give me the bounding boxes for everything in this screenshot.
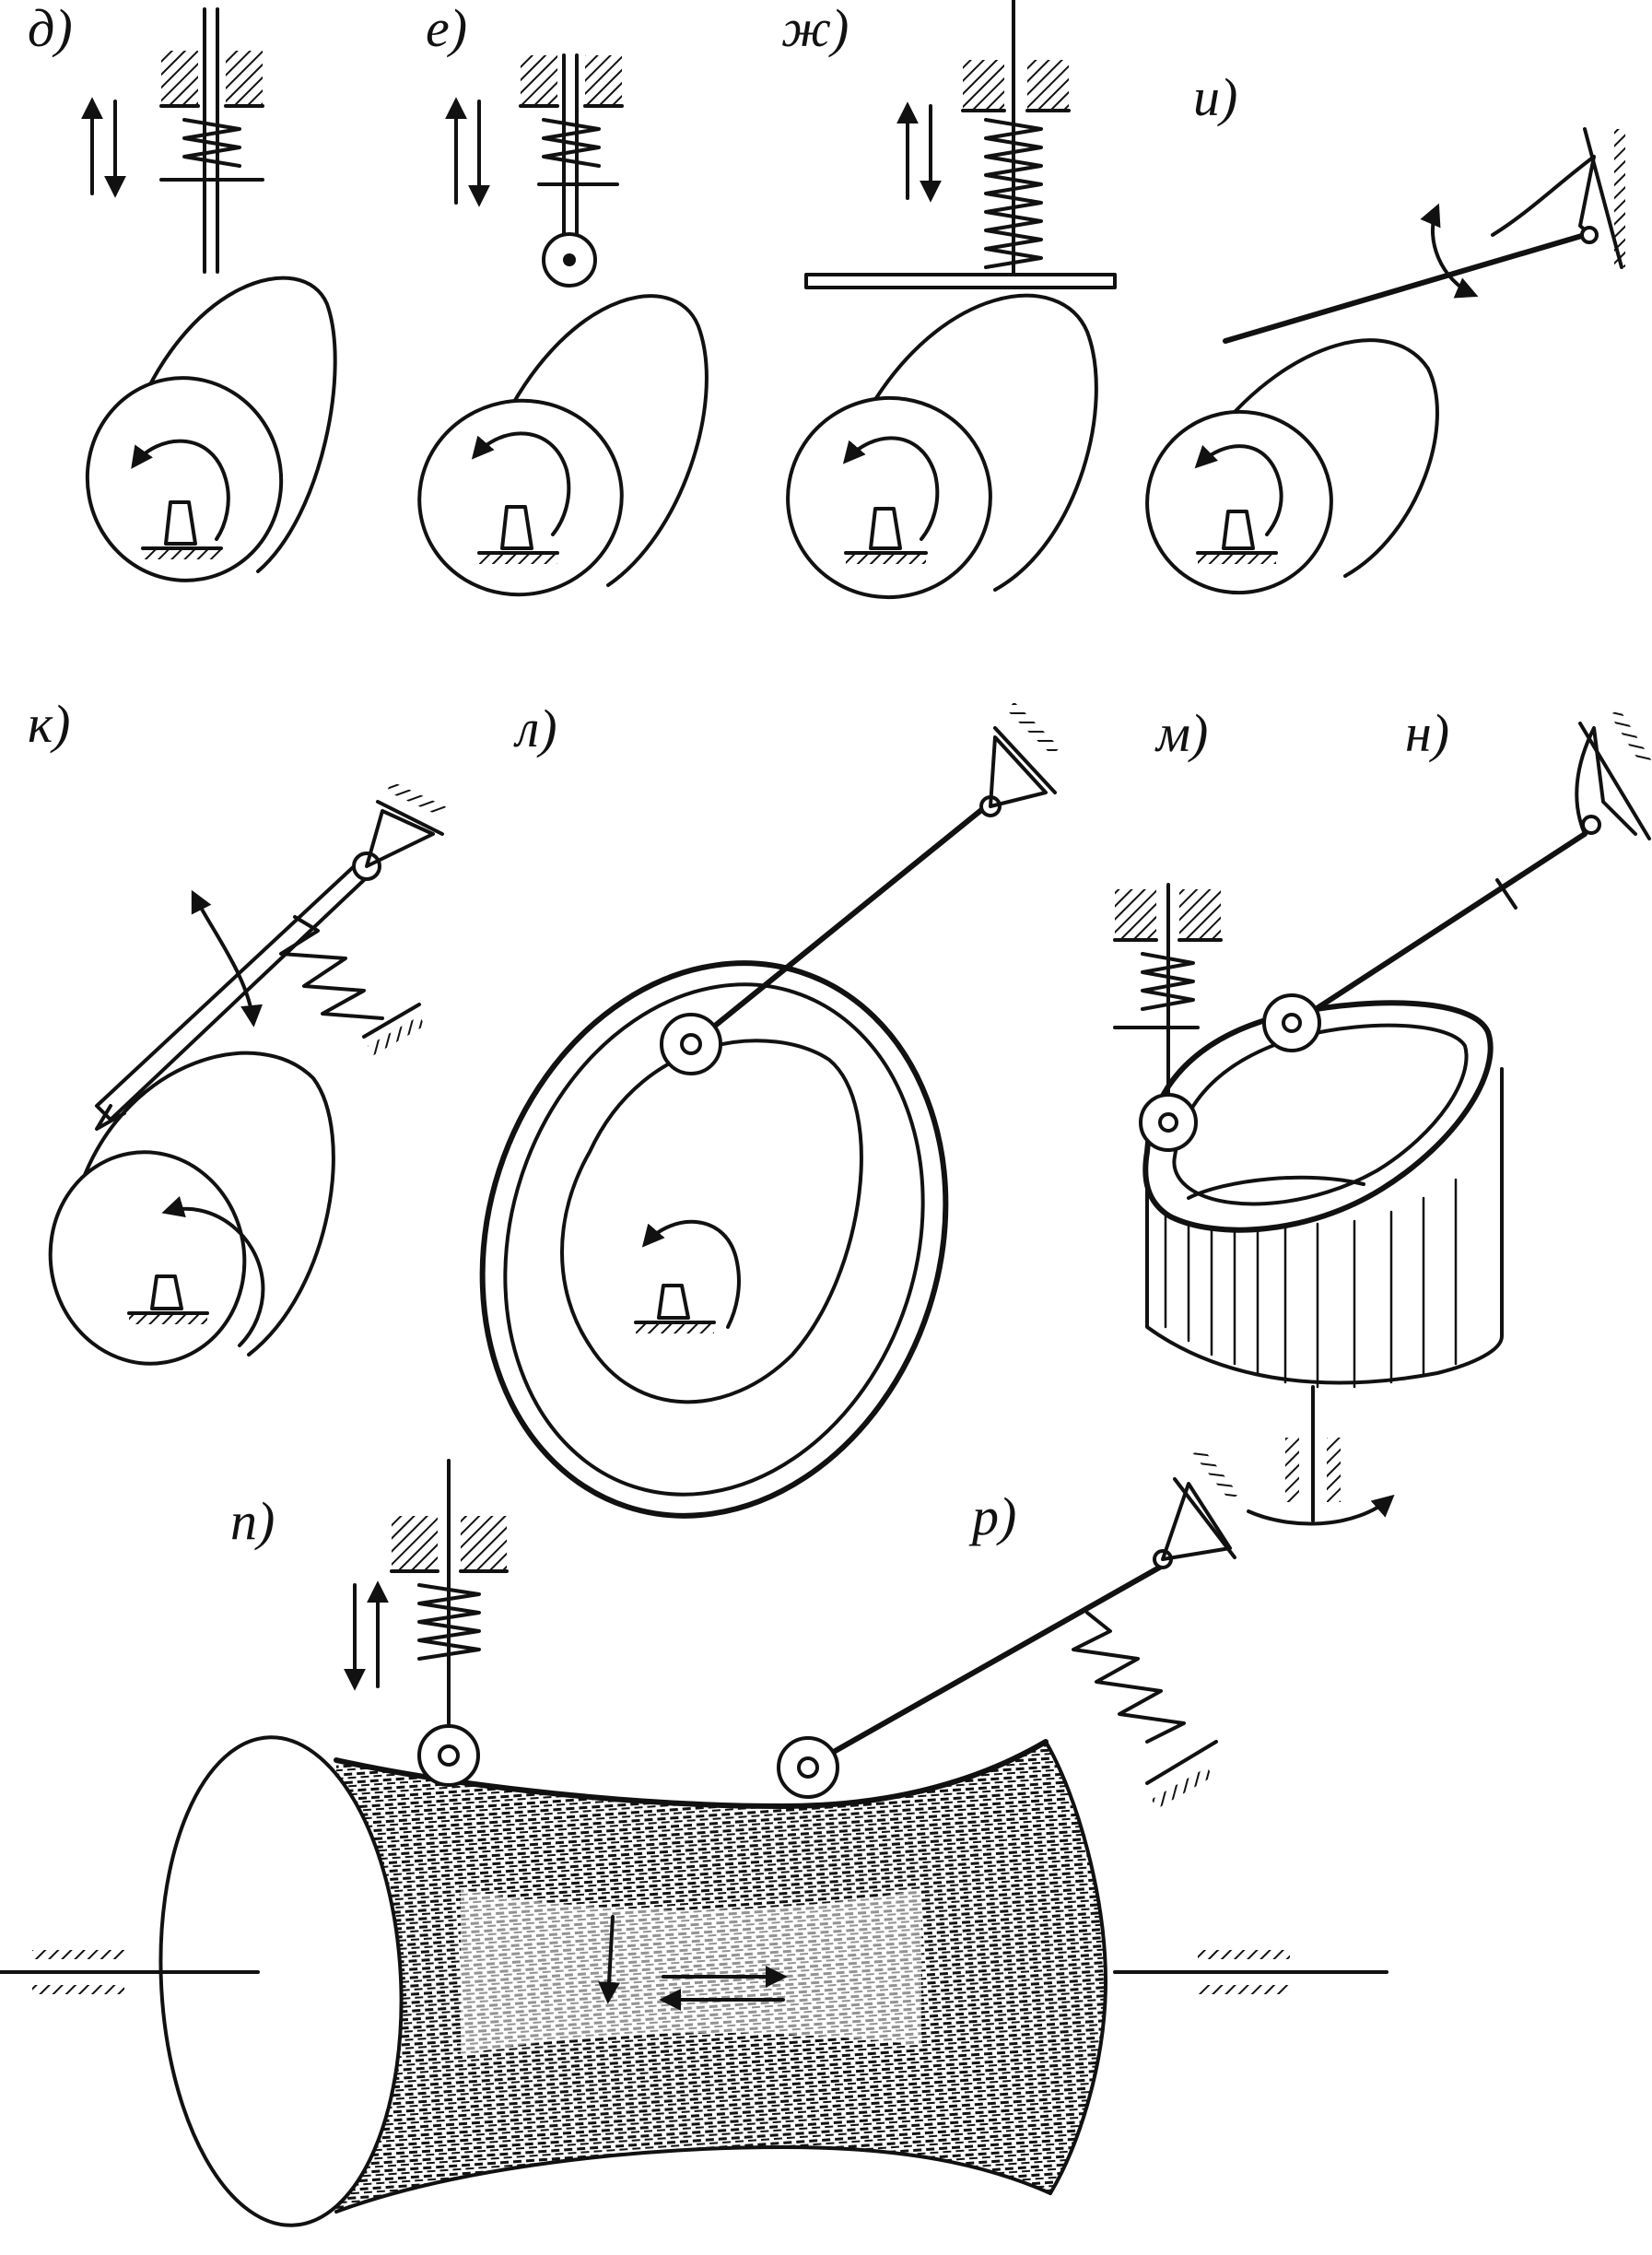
- label-r: р): [968, 1486, 1016, 1546]
- mechanism-l: [479, 701, 1060, 1519]
- label-d: д): [28, 0, 73, 58]
- mechanism-e: [417, 53, 709, 597]
- label-i: и): [1193, 67, 1237, 127]
- rotation-arrow-icon: [842, 436, 940, 541]
- roller: [417, 1724, 480, 1787]
- flat-follower: [804, 273, 1117, 289]
- cam-disk: [786, 395, 992, 600]
- mechanism-k: [48, 781, 446, 1366]
- mechanism-d: [81, 7, 337, 582]
- cam-top-rim: [1142, 1000, 1494, 1233]
- roller: [777, 1736, 839, 1799]
- mechanism-zh: [786, 0, 1117, 600]
- rotation-arrow-icon: [641, 1219, 741, 1329]
- rotation-arrow-icon: [131, 439, 230, 541]
- cam-end-face: [158, 1735, 404, 2227]
- label-zh: ж): [781, 0, 849, 58]
- roller: [660, 1013, 722, 1075]
- oscillation-arrow-icon: [1420, 203, 1479, 299]
- label-p: п): [230, 1491, 275, 1551]
- rotation-arrow-icon: [161, 1196, 265, 1347]
- rotation-arrow-icon: [471, 431, 571, 536]
- mechanism-i: [1145, 127, 1625, 595]
- cam-groove: [560, 1039, 863, 1404]
- rotation-arrow-icon: [1247, 1494, 1395, 1526]
- roller: [1139, 1093, 1198, 1152]
- rocker-arm: [808, 1564, 1164, 1768]
- label-e: е): [426, 0, 467, 58]
- label-l: л): [513, 699, 557, 758]
- rocker-arm: [1223, 232, 1588, 344]
- spring: [1072, 1611, 1186, 1744]
- rocker-arm: [693, 804, 989, 1044]
- cam-disk: [85, 376, 284, 582]
- rotation-arrow-icon: [598, 1915, 621, 2004]
- roller: [1262, 993, 1321, 1052]
- rotation-arrow-icon: [1194, 444, 1283, 536]
- mechanism-mn: [1113, 709, 1652, 1526]
- oscillation-arrow-icon: [191, 889, 264, 1028]
- cam-disk: [1145, 409, 1333, 595]
- spring: [279, 915, 384, 1020]
- label-m: м): [1154, 703, 1208, 763]
- cam-disk: [48, 1150, 247, 1366]
- cam-disk: [417, 398, 624, 597]
- rocker-arm: [1292, 831, 1588, 1026]
- cam-outer-rim: [479, 960, 949, 1519]
- label-k: к): [28, 694, 70, 754]
- mechanism-pr: [0, 1447, 1388, 2227]
- label-n: н): [1405, 703, 1449, 763]
